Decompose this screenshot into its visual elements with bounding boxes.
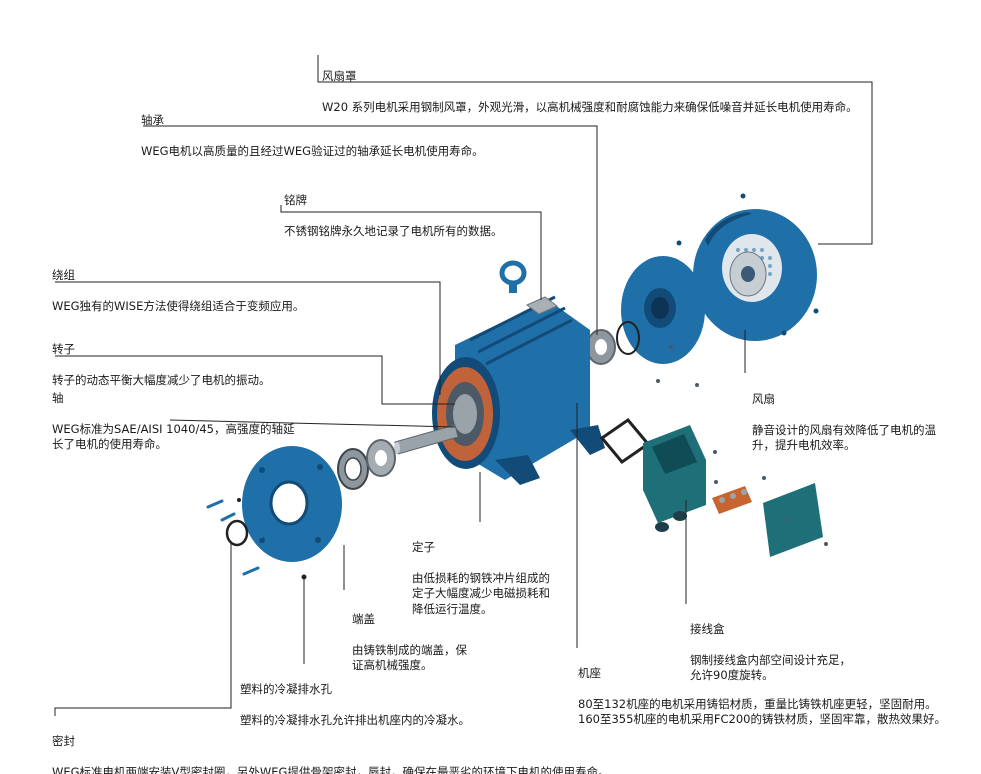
callout-desc: 80至132机座的电机采用铸铝材质，重量比铸铁机座更轻，坚固耐用。 160至35… (578, 696, 946, 727)
callout-winding: 绕组 WEG独有的WISE方法使得绕组适合于变频应用。 (52, 252, 304, 330)
callout-desc: WEG电机以高质量的且经过WEG验证过的轴承延长电机使用寿命。 (141, 143, 484, 158)
callout-terminal-box: 接线盒 钢制接线盒内部空间设计充足， 允许90度旋转。 (690, 606, 851, 699)
callout-title: 接线盒 (690, 621, 725, 636)
motor-frame (432, 295, 605, 485)
terminal-block (712, 486, 752, 514)
rear-bearing (586, 321, 640, 365)
callout-desc: WEG标准电机两端安装V型密封圈，另外WEG提供骨架密封，唇封，确保在最恶劣的环… (52, 764, 610, 774)
front-bearing (337, 439, 396, 490)
callout-desc: 不锈钢铭牌永久地记录了电机所有的数据。 (284, 223, 503, 238)
callout-title: 端盖 (352, 611, 375, 626)
callout-title: 塑料的冷凝排水孔 (240, 681, 332, 696)
callout-frame: 机座 80至132机座的电机采用铸铝材质，重量比铸铁机座更轻，坚固耐用。 160… (578, 650, 946, 743)
callout-title: 机座 (578, 665, 601, 680)
callout-title: 定子 (412, 539, 435, 554)
callout-desc: 由铸铁制成的端盖，保 证高机械强度。 (352, 642, 467, 673)
callout-desc: W20 系列电机采用钢制风罩，外观光滑，以高机械强度和耐腐蚀能力来确保低噪音并延… (322, 99, 858, 114)
lifting-eye (499, 260, 527, 293)
front-bolts (206, 499, 265, 576)
callout-shaft: 轴 WEG标准为SAE/AISI 1040/45，高强度的轴延 长了电机的使用寿… (52, 375, 294, 468)
terminal-box (643, 425, 706, 523)
callout-title: 轴 (52, 390, 64, 405)
callout-title: 风扇罩 (322, 68, 357, 83)
callout-title: 轴承 (141, 112, 164, 127)
front-endshield (242, 446, 342, 562)
callout-rotor: 转子 转子的动态平衡大幅度减少了电机的振动。 (52, 326, 271, 404)
callout-title: 密封 (52, 733, 75, 748)
terminal-box-lid (763, 483, 823, 557)
callout-drain: 塑料的冷凝排水孔 塑料的冷凝排水孔允许排出机座内的冷凝水。 (240, 666, 470, 744)
small-screws (656, 345, 828, 546)
rear-endshield (621, 256, 705, 364)
callout-title: 风扇 (752, 391, 775, 406)
callout-title: 转子 (52, 341, 75, 356)
front-seal-ring (225, 519, 249, 547)
callout-fan: 风扇 静音设计的风扇有效降低了电机的温 升，提升电机效率。 (752, 376, 936, 469)
leader-lines (54, 55, 873, 716)
terminal-box-gasket (599, 417, 651, 465)
callout-nameplate: 铭牌 不锈钢铭牌永久地记录了电机所有的数据。 (284, 177, 503, 255)
callout-title: 铭牌 (284, 192, 307, 207)
callout-desc: 转子的动态平衡大幅度减少了电机的振动。 (52, 372, 271, 387)
callout-desc: 塑料的冷凝排水孔允许排出机座内的冷凝水。 (240, 712, 470, 727)
callout-stator: 定子 由低损耗的钢铁冲片组成的 定子大幅度减少电磁损耗和 降低运行温度。 (412, 524, 550, 633)
callout-desc: 静音设计的风扇有效降低了电机的温 升，提升电机效率。 (752, 422, 936, 453)
callout-desc: WEG独有的WISE方法使得绕组适合于变频应用。 (52, 298, 305, 313)
callout-bearing: 轴承 WEG电机以高质量的且经过WEG验证过的轴承延长电机使用寿命。 (141, 97, 484, 175)
drain-plugs (237, 498, 307, 580)
fan-cover-screws (676, 193, 819, 336)
callout-desc: 钢制接线盒内部空间设计充足， 允许90度旋转。 (690, 652, 851, 683)
callout-endshield: 端盖 由铸铁制成的端盖，保 证高机械强度。 (352, 596, 467, 689)
cable-glands (655, 511, 687, 532)
shaft (394, 424, 459, 455)
callout-title: 绕组 (52, 267, 75, 282)
callout-desc: WEG标准为SAE/AISI 1040/45，高强度的轴延 长了电机的使用寿命。 (52, 421, 295, 452)
fan (729, 251, 767, 297)
callout-fan-cover: 风扇罩 W20 系列电机采用钢制风罩，外观光滑，以高机械强度和耐腐蚀能力来确保低… (322, 53, 858, 131)
callout-desc: 由低损耗的钢铁冲片组成的 定子大幅度减少电磁损耗和 降低运行温度。 (412, 570, 550, 616)
nameplate (526, 296, 558, 315)
callout-seal: 密封 WEG标准电机两端安装V型密封圈，另外WEG提供骨架密封，唇封，确保在最恶… (52, 718, 609, 774)
